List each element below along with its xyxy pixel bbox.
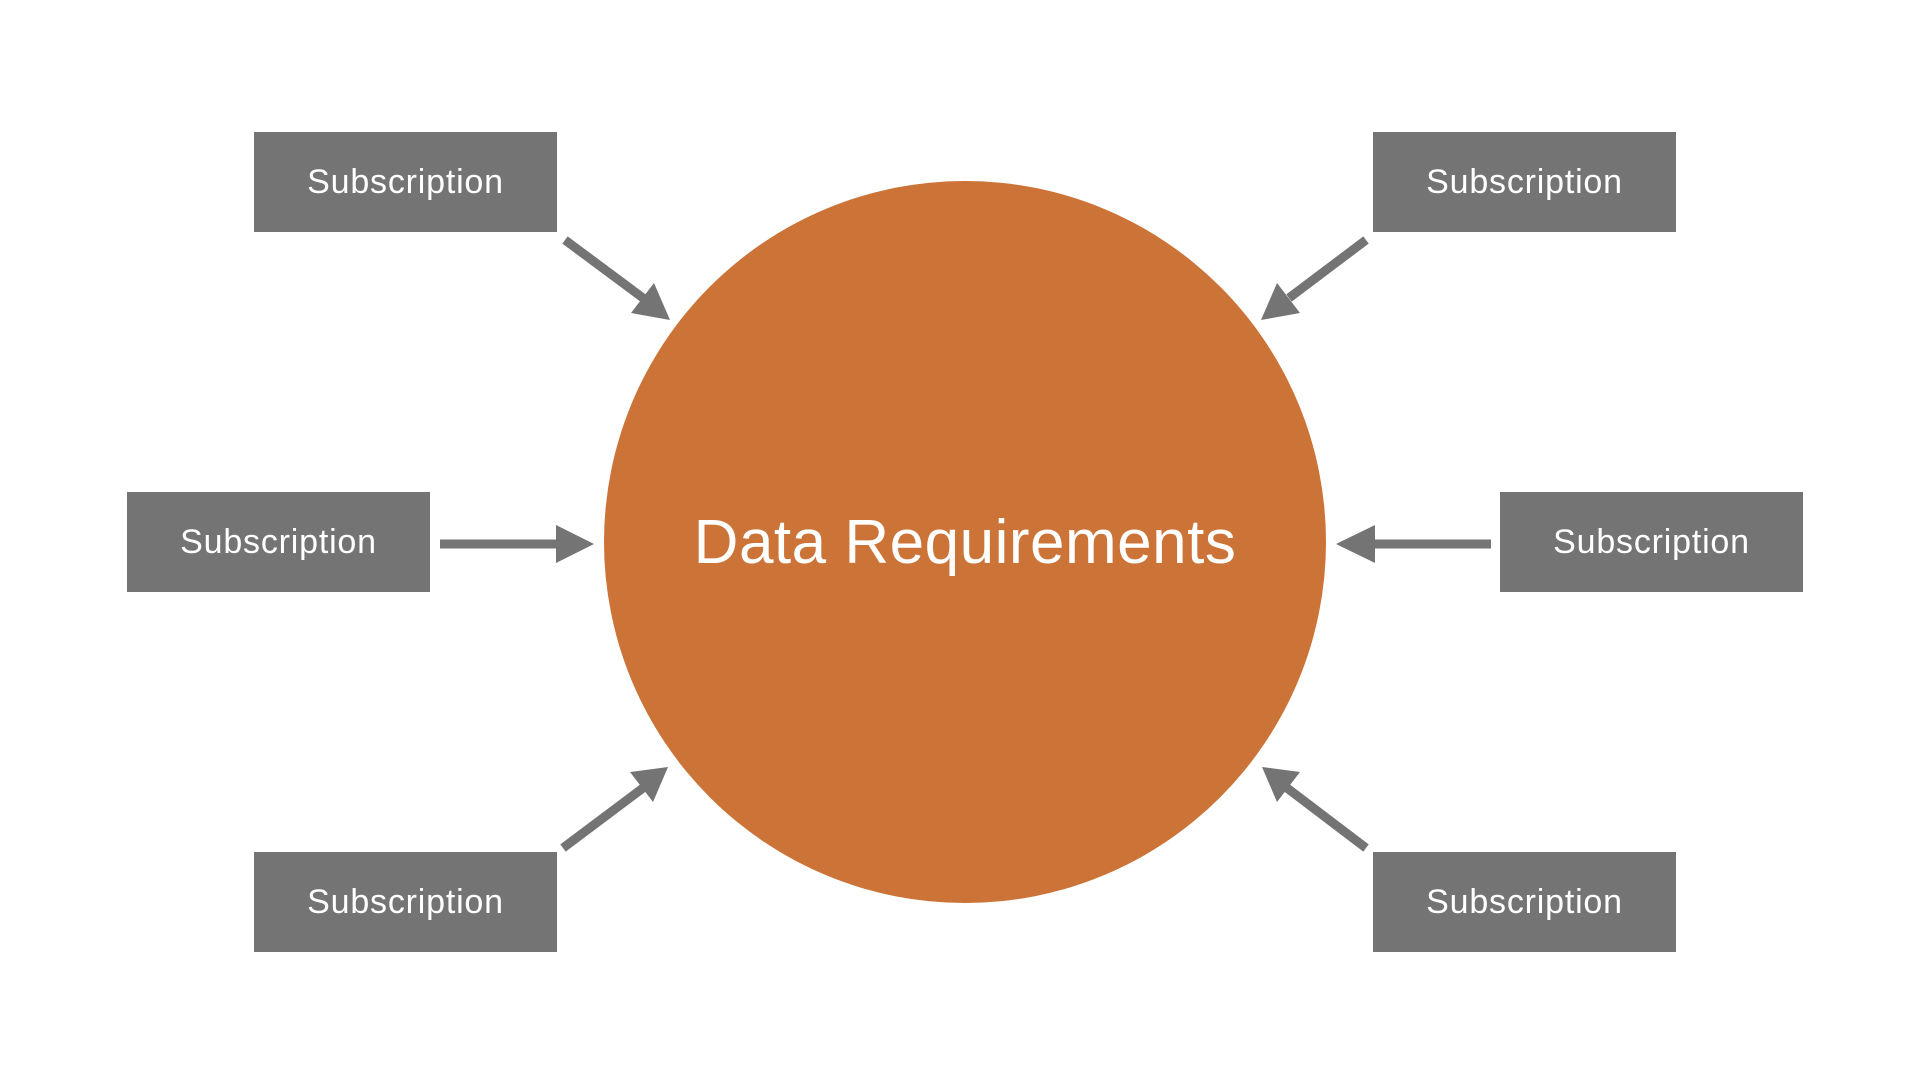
- arrow-middle-left: [440, 525, 594, 563]
- data-requirements-circle: Data Requirements: [604, 181, 1326, 903]
- subscription-node-middle-right: Subscription: [1500, 492, 1803, 592]
- arrow-top-left: [562, 236, 670, 320]
- subscription-node-bottom-right: Subscription: [1373, 852, 1676, 952]
- arrow-bottom-right: [1262, 767, 1369, 852]
- subscription-node-middle-left: Subscription: [127, 492, 430, 592]
- hub-label: Data Requirements: [693, 507, 1237, 577]
- subscription-node-top-left: Subscription: [254, 132, 557, 232]
- arrow-middle-right: [1336, 525, 1491, 563]
- subscription-node-bottom-left: Subscription: [254, 852, 557, 952]
- subscription-node-top-right: Subscription: [1373, 132, 1676, 232]
- arrow-bottom-left: [560, 767, 668, 852]
- arrow-top-right: [1261, 236, 1369, 320]
